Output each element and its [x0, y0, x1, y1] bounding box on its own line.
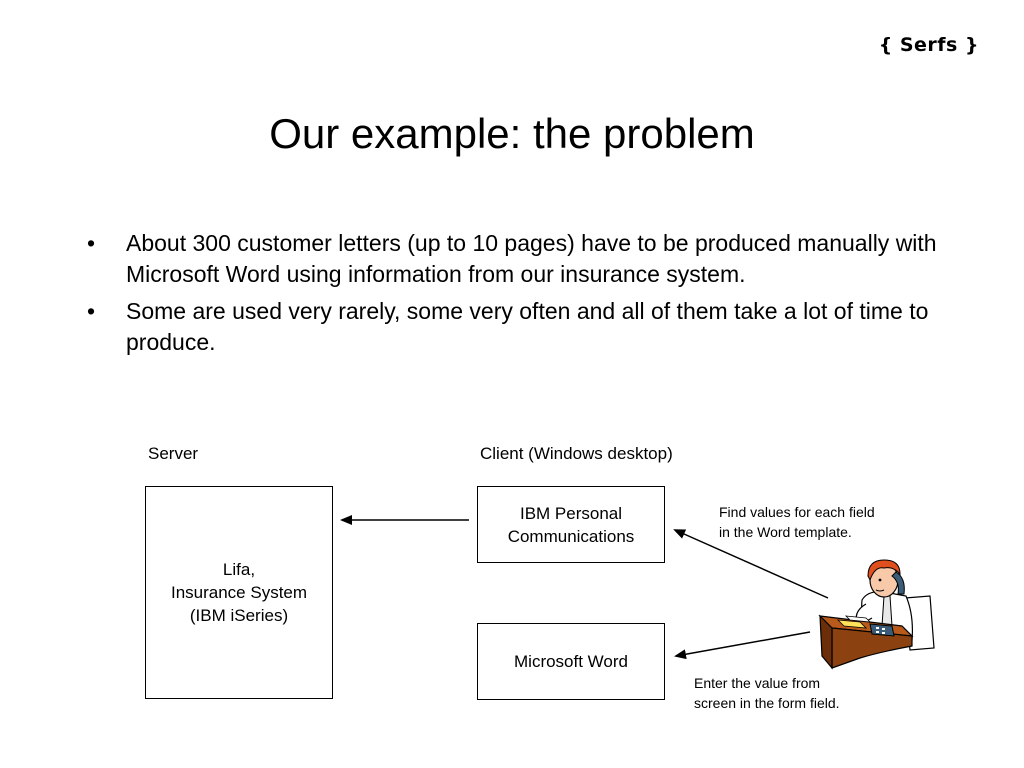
ibm-box-text: IBM Personal Communications	[507, 503, 635, 546]
brand-logo-text: { Serfs }	[878, 34, 979, 56]
bullet-text: About 300 customer letters (up to 10 pag…	[126, 230, 937, 287]
arrow-person-to-word	[674, 631, 811, 660]
bullet-symbol: •	[87, 230, 96, 256]
find-values-note: Find values for each field in the Word t…	[719, 504, 875, 540]
arrow-person-to-ibm	[673, 529, 829, 599]
ibm-personal-communications-box: IBM Personal Communications	[477, 486, 665, 563]
server-label: Server	[148, 444, 199, 463]
bullet-list: • About 300 customer letters (up to 10 p…	[84, 228, 954, 364]
bullet-item: • About 300 customer letters (up to 10 p…	[84, 228, 954, 290]
bullet-item: • Some are used very rarely, some very o…	[84, 296, 954, 358]
bullet-text: Some are used very rarely, some very oft…	[126, 298, 929, 355]
enter-value-note: Enter the value from screen in the form …	[694, 675, 840, 711]
server-system-box-text: Lifa, Insurance System (IBM iSeries)	[170, 560, 308, 625]
client-label: Client (Windows desktop)	[480, 444, 673, 463]
slide-title: Our example: the problem	[269, 110, 755, 157]
server-system-box: Lifa, Insurance System (IBM iSeries)	[145, 486, 333, 699]
microsoft-word-box: Microsoft Word	[477, 623, 665, 700]
bullet-symbol: •	[87, 298, 96, 324]
word-box-text: Microsoft Word	[514, 652, 628, 671]
